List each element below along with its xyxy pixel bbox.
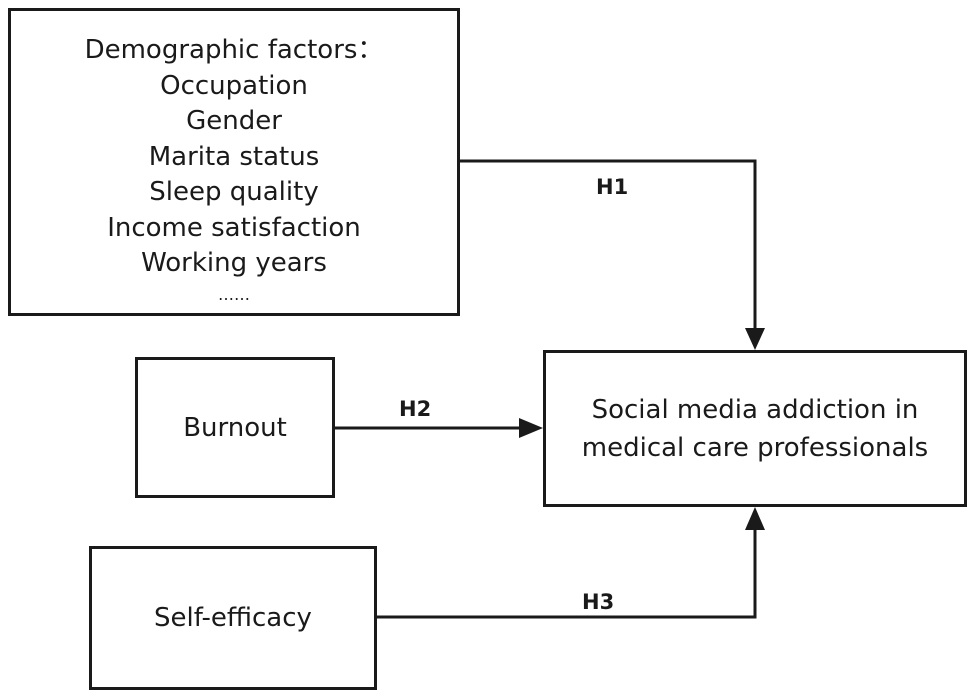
h3-arrow bbox=[377, 525, 757, 619]
h3-label: H3 bbox=[582, 590, 615, 614]
h2-arrowhead bbox=[519, 418, 543, 438]
outcome-box: Social media addiction in medical care p… bbox=[543, 350, 967, 507]
h3-arrowhead bbox=[745, 507, 765, 530]
burnout-box: Burnout bbox=[135, 357, 335, 498]
self-efficacy-label: Self-efficacy bbox=[154, 603, 312, 633]
outcome-label-line2: medical care professionals bbox=[581, 432, 929, 463]
demographic-title: Demographic factors： bbox=[84, 35, 384, 65]
factor-marital-status: Marita status bbox=[148, 141, 320, 172]
factor-sleep-quality: Sleep quality bbox=[149, 177, 319, 207]
factor-gender: Gender bbox=[186, 106, 282, 136]
outcome-label-line1: Social media addiction in bbox=[591, 394, 919, 425]
factor-income-satisfaction: Income satisfaction bbox=[107, 212, 361, 243]
factor-working-years: Working years bbox=[141, 248, 327, 278]
h1-label: H1 bbox=[596, 175, 629, 199]
h2-label: H2 bbox=[399, 397, 432, 421]
factor-occupation: Occupation bbox=[160, 70, 308, 101]
burnout-label: Burnout bbox=[183, 412, 287, 443]
factor-ellipsis: …… bbox=[218, 284, 250, 304]
demographic-factors-box: Demographic factors： Occupation Gender M… bbox=[8, 8, 460, 316]
h1-arrow bbox=[460, 159, 757, 334]
self-efficacy-box: Self-efficacy bbox=[89, 546, 377, 690]
h1-arrowhead bbox=[745, 328, 765, 350]
